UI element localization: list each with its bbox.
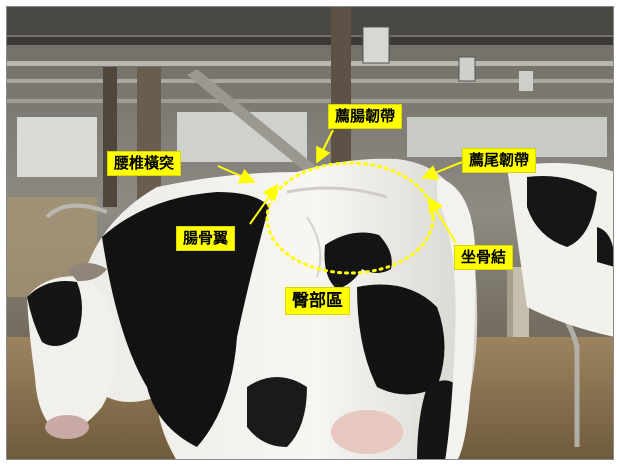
barn-post [103, 67, 117, 207]
ceiling-pipe [7, 61, 613, 66]
ceiling-fixture [458, 56, 476, 82]
label-lumbar-transverse-process: 腰椎橫突 [107, 151, 182, 176]
cow-rump-photo [6, 6, 614, 460]
label-sacrococcygeal-ligament: 薦尾韌帶 [462, 148, 537, 173]
barn-window [17, 117, 97, 177]
label-rump-region: 臀部區 [285, 287, 350, 315]
stall-rail [45, 203, 108, 219]
barn-post [331, 7, 351, 167]
ceiling-fixture [362, 26, 390, 64]
cow-head-patch [27, 281, 82, 346]
ceiling-beam [7, 7, 613, 35]
black-patch-shoulder [102, 192, 269, 447]
ceiling-pipe [7, 79, 613, 83]
cow-ear [67, 263, 107, 282]
right-cow-patch [597, 227, 613, 267]
ceiling-pipe [7, 99, 613, 103]
cow-udder [331, 410, 403, 454]
ceiling-fixture [519, 71, 533, 91]
diagonal-brace [187, 69, 317, 173]
cow-nose [45, 415, 89, 439]
label-ischial-tuberosity: 坐骨結 [454, 245, 514, 270]
black-patch-belly [247, 377, 307, 447]
label-ilium-wing: 腸骨翼 [176, 226, 236, 251]
ceiling-beam [7, 37, 613, 45]
right-cow-patch [527, 176, 597, 247]
label-sacroiliac-ligament: 薦腸韌帶 [328, 104, 403, 129]
black-patch-thigh [357, 284, 445, 395]
